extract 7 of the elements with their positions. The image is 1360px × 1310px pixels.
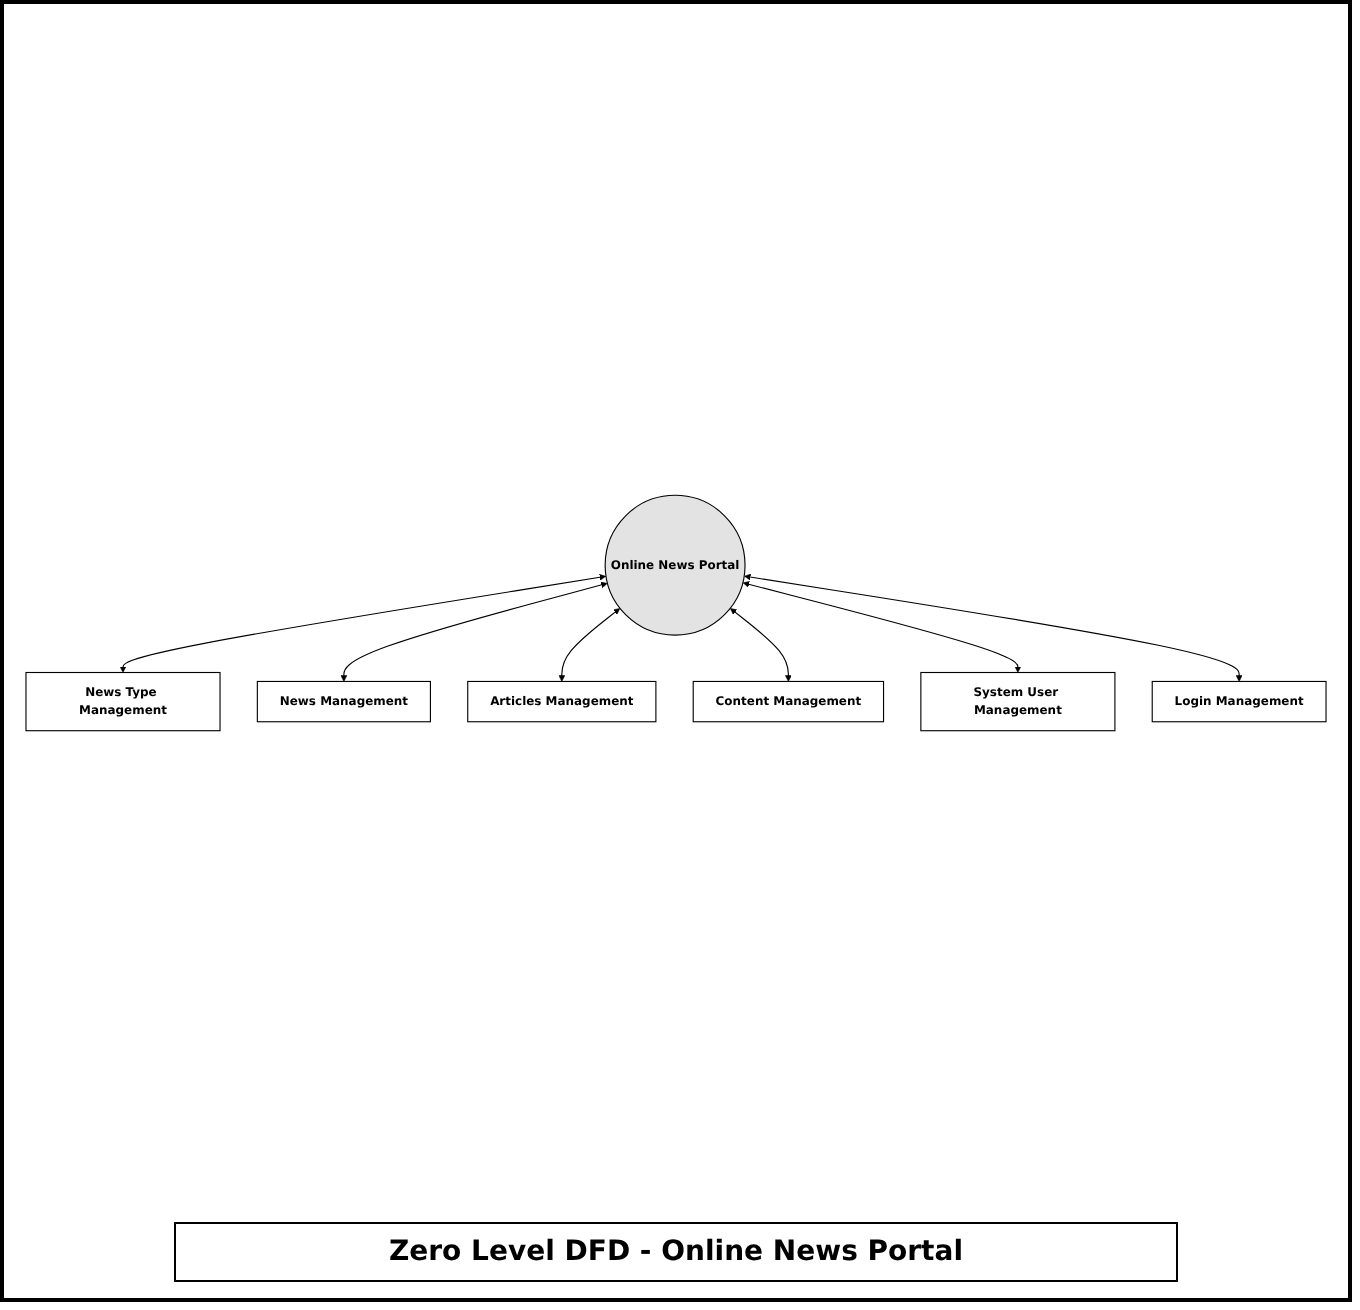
title: Zero Level DFD - Online News Portal xyxy=(174,1222,1178,1282)
arrow xyxy=(119,574,607,673)
arrow xyxy=(744,573,1243,682)
arrow xyxy=(730,608,792,682)
arrow xyxy=(742,581,1022,673)
arrow xyxy=(558,608,621,682)
arrow xyxy=(340,581,608,682)
